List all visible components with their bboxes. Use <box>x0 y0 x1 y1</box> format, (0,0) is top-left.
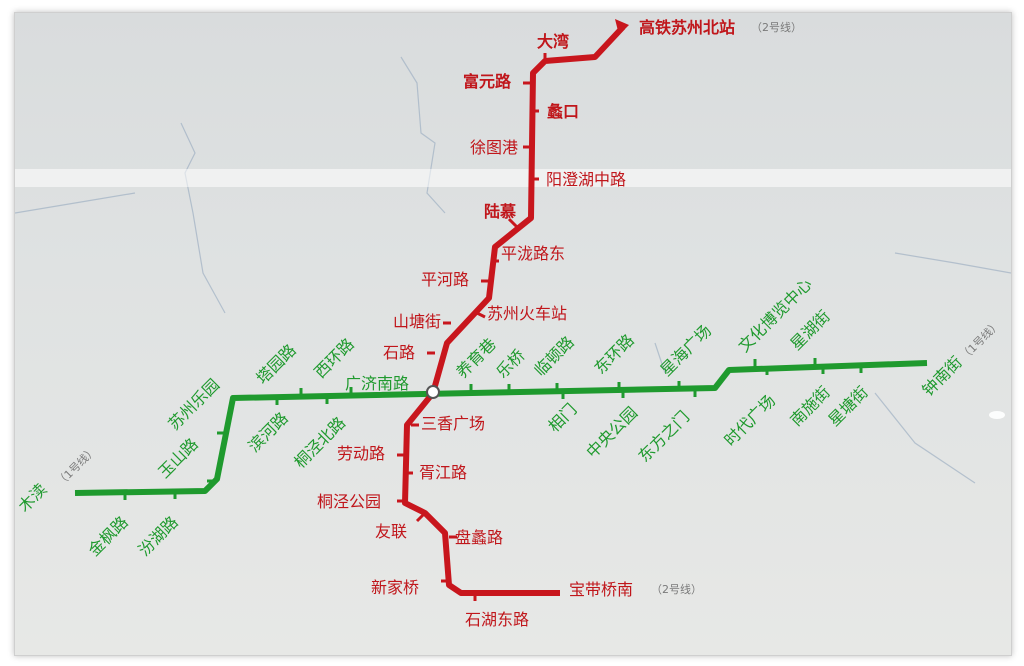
line2-north-terminal[interactable]: 高铁苏州北站 <box>639 18 735 37</box>
station-lindunlu[interactable]: 临顿路 <box>530 332 577 379</box>
line2-south-transfer: （2号线） <box>651 582 702 596</box>
station-shidaiguangchang[interactable]: 时代广场 <box>720 391 779 450</box>
station-yangyuxiang[interactable]: 养育巷 <box>452 334 499 381</box>
line2-north-transfer: （2号线） <box>751 20 802 34</box>
station-tayuanlu[interactable]: 塔园路 <box>252 340 299 387</box>
station-shilu[interactable]: 石路 <box>383 343 415 362</box>
station-guangjinanlu[interactable]: 广济南路 <box>345 374 409 393</box>
station-nanshijie[interactable]: 南施街 <box>786 382 833 429</box>
station-dawan[interactable]: 大湾 <box>537 32 569 51</box>
station-sanxiangguangchang[interactable]: 三香广场 <box>421 414 485 433</box>
station-fuyuanlu[interactable]: 富元路 <box>463 72 512 91</box>
station-donghuanlu[interactable]: 东环路 <box>590 330 637 377</box>
station-panlilu[interactable]: 盘蠡路 <box>455 528 503 547</box>
line1-track <box>74 360 928 496</box>
station-jinfenglu[interactable]: 金枫路 <box>84 512 131 559</box>
line2-labels: 高铁苏州北站 （2号线） 大湾 富元路 蠡口 徐图港 阳澄湖中路 陆慕 平泷路东… <box>317 18 802 629</box>
line1-ticks <box>123 358 863 500</box>
station-pinghelu[interactable]: 平河路 <box>421 270 469 289</box>
station-xinghaiguangchang[interactable]: 星海广场 <box>656 321 715 380</box>
station-dongfangzhimen[interactable]: 东方之门 <box>634 407 693 466</box>
station-zhongyanggongyuan[interactable]: 中央公园 <box>582 403 641 462</box>
station-xujianglu[interactable]: 胥江路 <box>419 463 467 482</box>
station-shihudonglu[interactable]: 石湖东路 <box>465 610 529 629</box>
station-likou[interactable]: 蠡口 <box>547 102 579 121</box>
station-suzhouleyuan[interactable]: 苏州乐园 <box>164 375 223 434</box>
station-laodonglu[interactable]: 劳动路 <box>337 444 385 463</box>
line1-east-terminal[interactable]: 钟南街 <box>918 352 965 399</box>
line1-west-terminal[interactable]: 木渎 <box>15 480 50 516</box>
metro-map-svg: 高铁苏州北站 （2号线） 大湾 富元路 蠡口 徐图港 阳澄湖中路 陆慕 平泷路东… <box>15 18 1011 629</box>
station-xinjiaqiao[interactable]: 新家桥 <box>371 578 419 597</box>
station-xutugang[interactable]: 徐图港 <box>470 138 518 157</box>
station-pinglonglu-dong[interactable]: 平泷路东 <box>501 244 565 263</box>
line1-east-transfer: （1号线） <box>957 317 1003 363</box>
station-binhelu[interactable]: 滨河路 <box>244 408 291 455</box>
station-tongjinggongyuan[interactable]: 桐泾公园 <box>317 492 381 511</box>
metro-map: 高铁苏州北站 （2号线） 大湾 富元路 蠡口 徐图港 阳澄湖中路 陆慕 平泷路东… <box>14 12 1012 656</box>
station-shantangjie[interactable]: 山塘街 <box>393 312 441 331</box>
line2-south-terminal[interactable]: 宝带桥南 <box>569 580 633 599</box>
station-xinghujie[interactable]: 星湖街 <box>786 306 833 353</box>
line2-track <box>402 24 626 596</box>
station-xingtangjie[interactable]: 星塘街 <box>824 382 871 429</box>
station-tongjingbeilu[interactable]: 桐泾北路 <box>290 413 349 472</box>
interchange-guangjinanlu[interactable] <box>426 385 440 399</box>
screen-glare <box>15 169 1011 187</box>
line1-west-transfer: （1号线） <box>53 443 99 489</box>
station-fenhulu[interactable]: 汾湖路 <box>134 512 181 559</box>
line2-ticks <box>397 53 547 601</box>
screen-reflection <box>989 411 1005 419</box>
background-streets <box>15 56 1011 484</box>
station-yushanlu[interactable]: 玉山路 <box>154 434 201 481</box>
line2-north-arrow <box>615 19 629 35</box>
station-youlian[interactable]: 友联 <box>375 522 407 541</box>
station-lumu[interactable]: 陆慕 <box>484 202 516 221</box>
station-leqiao[interactable]: 乐桥 <box>492 346 528 382</box>
station-yangchenghuzhonglu[interactable]: 阳澄湖中路 <box>546 170 626 189</box>
station-xiangmen[interactable]: 相门 <box>544 400 580 436</box>
station-suzhou-railway[interactable]: 苏州火车站 <box>487 304 567 323</box>
